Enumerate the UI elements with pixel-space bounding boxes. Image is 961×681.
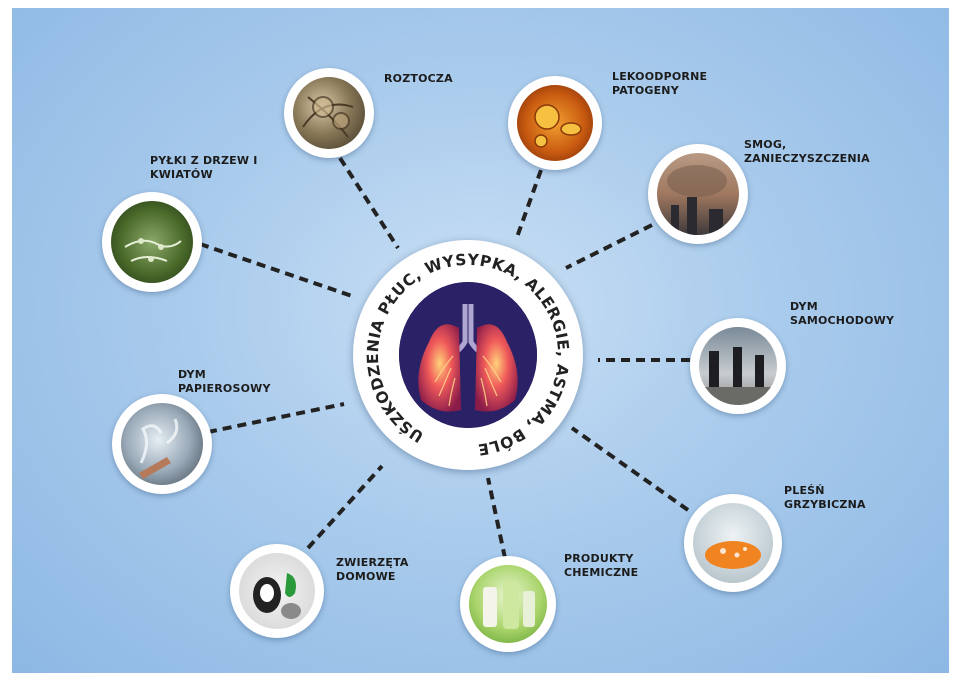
node-plesn [684, 494, 782, 592]
mold-petri-photo [693, 503, 773, 583]
node-smog [648, 144, 748, 244]
node-dym-papierosowy [112, 394, 212, 494]
cleaning-products-photo [469, 565, 547, 643]
connector-produkty [488, 478, 505, 558]
label-smog: SMOG,ZANIECZYSZCZENIA [744, 138, 870, 166]
node-lekoodporne [508, 76, 602, 170]
bacteria-photo [517, 85, 593, 161]
node-dym-samochodowy [690, 318, 786, 414]
svg-text:UŚZKODZENIA PŁUC, WYSYPKA, ALE: UŚZKODZENIA PŁUC, WYSYPKA, ALERGIE, ASTM… [337, 240, 572, 459]
connector-lekoodporne [516, 170, 541, 240]
connector-zwierzeta [308, 466, 382, 548]
pets-photo [239, 553, 315, 629]
street-photo [699, 327, 777, 405]
node-produkty [460, 556, 556, 652]
connector-dym-papierosowy [208, 404, 344, 432]
center-arc-text: UŚZKODZENIA PŁUC, WYSYPKA, ALERGIE, ASTM… [337, 240, 599, 470]
node-roztocza [284, 68, 374, 158]
dust-mites-photo [293, 77, 365, 149]
center-hub: UŚZKODZENIA PŁUC, WYSYPKA, ALERGIE, ASTM… [337, 240, 599, 470]
label-roztocza: ROZTOCZA [384, 72, 453, 86]
cigarette-smoke-photo [121, 403, 203, 485]
connector-roztocza [340, 158, 398, 248]
arc-text-path: UŚZKODZENIA PŁUC, WYSYPKA, ALERGIE, ASTM… [337, 240, 572, 459]
node-pylki [102, 192, 202, 292]
smog-photo [657, 153, 739, 235]
connector-pylki [200, 244, 352, 296]
node-zwierzeta [230, 544, 324, 638]
pollen-photo [111, 201, 193, 283]
